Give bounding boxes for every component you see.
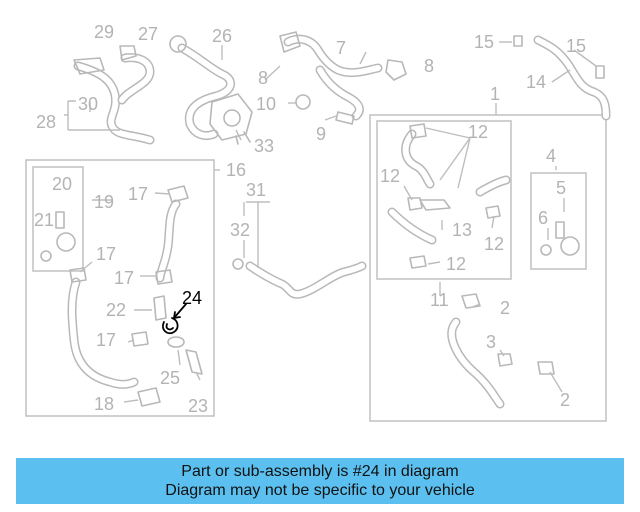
clip-24-highlight[interactable]: [162, 303, 187, 335]
hose-assembly-28: [73, 53, 155, 145]
clamp-2-top: [461, 293, 481, 309]
clamp-12-d: [409, 255, 427, 269]
callout-8-right: 8: [424, 56, 434, 76]
callout-6: 6: [538, 208, 548, 228]
callout-12-b: 12: [380, 166, 400, 186]
clamp-17-top: [167, 185, 189, 203]
leader-lines: [64, 41, 597, 403]
callout-2-top: 2: [500, 298, 510, 318]
bracket-29: [119, 45, 137, 61]
callout-12-a: 12: [468, 122, 488, 142]
callout-17-a: 17: [128, 184, 148, 204]
sensor-23: [185, 349, 203, 375]
cap-18: [137, 387, 161, 407]
callout-10: 10: [256, 94, 276, 114]
banner-line-1: Part or sub-assembly is #24 in diagram: [181, 463, 459, 480]
callout-5: 5: [556, 178, 566, 198]
pipe-assembly-14: [533, 35, 611, 121]
clamp-17-left: [69, 267, 87, 283]
callout-31: 31: [246, 180, 266, 200]
callout-12-d: 12: [446, 254, 466, 274]
callout-3: 3: [486, 332, 496, 352]
group-box-11: [376, 120, 512, 280]
clamp-12-b: [407, 197, 423, 211]
callout-33: 33: [254, 136, 274, 156]
callout-1: 1: [490, 84, 500, 104]
callout-21: 21: [34, 210, 54, 230]
clamp-17-mid: [155, 269, 173, 285]
callout-23: 23: [188, 396, 208, 416]
fitting-22: [153, 295, 167, 321]
connector-20-21: [40, 211, 76, 262]
hose-assembly-11: [387, 129, 511, 245]
group-box-4: [530, 172, 587, 270]
callout-17-c: 17: [114, 268, 134, 288]
o-ring-25: [167, 336, 185, 348]
callout-4: 4: [546, 146, 556, 166]
callout-32: 32: [230, 220, 250, 240]
callout-7: 7: [336, 38, 346, 58]
info-banner: Part or sub-assembly is #24 in diagram D…: [16, 458, 624, 504]
clamp-12-c: [485, 205, 501, 219]
callout-15-left: 15: [474, 32, 494, 52]
cap-8-left: [279, 31, 301, 53]
water-pump-33: [209, 93, 253, 145]
callout-22: 22: [106, 300, 126, 320]
callout-26: 26: [212, 26, 232, 46]
connector-5-6: [540, 221, 580, 256]
hose-assembly-2-3: [447, 317, 505, 409]
clamp-27: [169, 35, 187, 53]
bolt-15-right: [595, 65, 605, 79]
clamp-12-a: [409, 123, 427, 139]
clamp-17-lower: [131, 331, 149, 347]
callout-25: 25: [160, 368, 180, 388]
callout-12-c: 12: [484, 234, 504, 254]
o-ring-32: [232, 258, 244, 270]
group-box-19: [32, 166, 84, 272]
callout-18: 18: [94, 394, 114, 414]
clamp-2-bottom: [537, 361, 555, 375]
banner-line-2: Diagram may not be specific to your vehi…: [165, 482, 475, 499]
cap-8-right: [385, 59, 407, 81]
callout-24-highlight[interactable]: 24: [182, 288, 202, 308]
sensor-9: [335, 111, 355, 125]
callout-16: 16: [226, 160, 246, 180]
callout-9: 9: [316, 124, 326, 144]
callout-15-right: 15: [566, 36, 586, 56]
callout-14: 14: [526, 72, 546, 92]
callout-29: 29: [94, 22, 114, 42]
hose-assembly-26: [177, 43, 235, 141]
callout-19: 19: [94, 192, 114, 212]
pipe-assembly-31: [245, 261, 367, 299]
callout-17-d: 17: [96, 330, 116, 350]
callout-30: 30: [78, 94, 98, 114]
hose-assembly-16: [67, 199, 181, 389]
callout-20: 20: [52, 174, 72, 194]
callout-17-b: 17: [96, 244, 116, 264]
plug-10: [295, 94, 311, 110]
parts-diagram: 29 27 26 30 28 33 8 8 7 10 9 15 15 14 1 …: [25, 22, 611, 422]
bolt-15-left: [513, 35, 523, 47]
clamp-3: [497, 353, 513, 367]
callout-13: 13: [452, 220, 472, 240]
callout-8-left: 8: [258, 68, 268, 88]
callout-2-bottom: 2: [560, 390, 570, 410]
hose-assembly-7: [283, 34, 383, 121]
group-box-1: [369, 114, 607, 422]
callout-27: 27: [138, 24, 158, 44]
callout-28: 28: [36, 112, 56, 132]
callout-11: 11: [430, 290, 449, 310]
group-box-16: [25, 159, 215, 417]
